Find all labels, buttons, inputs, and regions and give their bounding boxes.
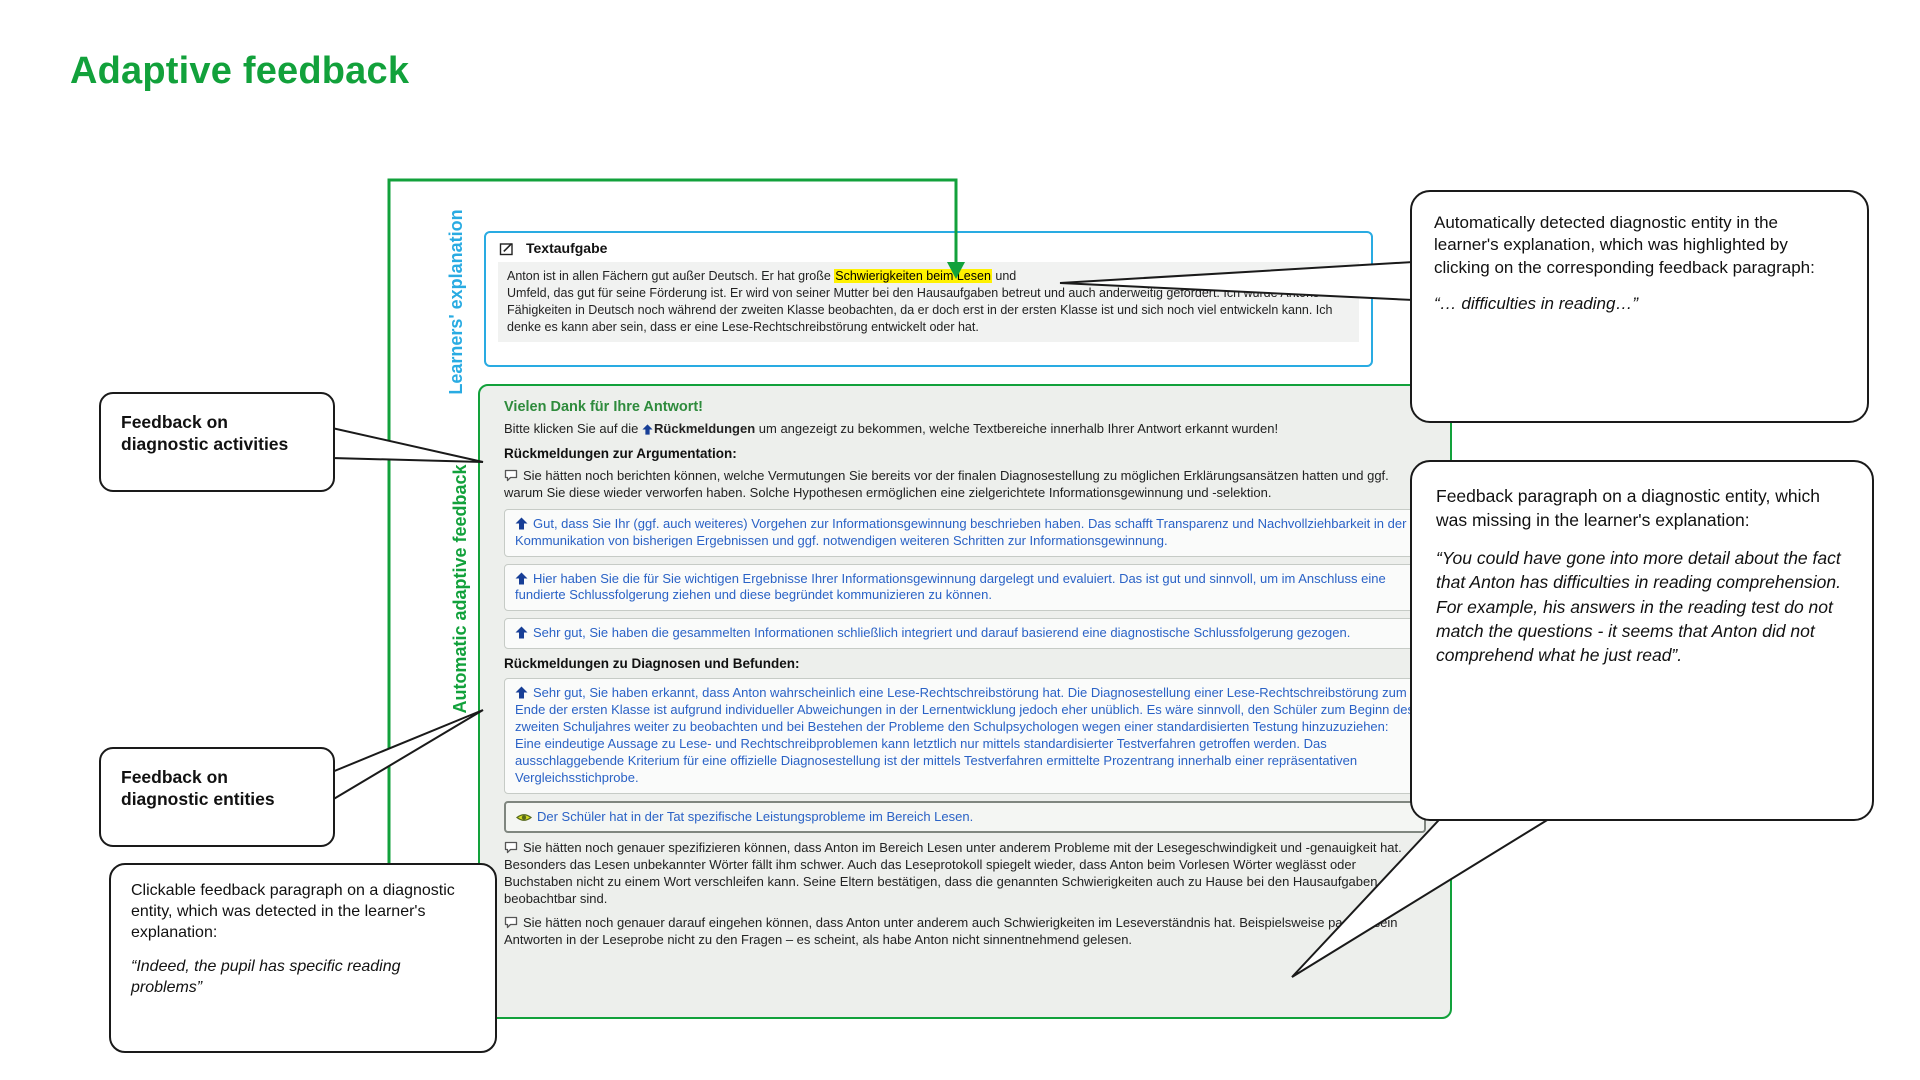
eye-icon <box>516 813 532 821</box>
argumentation-hint-paragraph: Sie hätten noch berichten können, welche… <box>504 468 1426 502</box>
callout-quote: “You could have gone into more detail ab… <box>1436 548 1842 665</box>
callout-text: Feedback on diagnostic entities <box>121 767 275 810</box>
instruction-suffix: um angezeigt zu bekommen, welche Textber… <box>755 421 1279 436</box>
callout-quote: “Indeed, the pupil has specific reading … <box>131 958 401 997</box>
answer-text-before: Anton ist in allen Fächern gut außer Deu… <box>507 269 835 283</box>
diagnoses-hint-paragraph-1: Sie hätten noch genauer spezifizieren kö… <box>504 840 1426 908</box>
page-title: Adaptive feedback <box>70 50 410 92</box>
callout-text: Automatically detected diagnostic entity… <box>1434 213 1815 277</box>
callout-text: Clickable feedback paragraph on a diagno… <box>131 882 455 941</box>
feedback-box-activity-1[interactable]: Gut, dass Sie Ihr (ggf. auch weiteres) V… <box>504 508 1426 557</box>
learners-explanation-vertical-label: Learners' explanation <box>446 209 466 395</box>
feedback-box-text: Sehr gut, Sie haben erkannt, dass Anton … <box>515 685 1414 785</box>
callout-text: Feedback paragraph on a diagnostic entit… <box>1436 486 1820 531</box>
speech-bubble-icon <box>504 469 518 482</box>
feedback-box-text: Gut, dass Sie Ihr (ggf. auch weiteres) V… <box>515 515 1407 548</box>
arrow-up-icon <box>642 424 653 435</box>
feedback-box-diagnosis[interactable]: Sehr gut, Sie haben erkannt, dass Anton … <box>504 678 1426 794</box>
feedback-box-activity-3[interactable]: Sehr gut, Sie haben die gesammelten Info… <box>504 618 1426 650</box>
arrow-up-icon <box>515 686 528 699</box>
selected-feedback-text: Der Schüler hat in der Tat spezifische L… <box>537 808 974 824</box>
argumentation-heading: Rückmeldungen zur Argumentation: <box>504 446 737 461</box>
feedback-box-selected-entity[interactable]: Der Schüler hat in der Tat spezifische L… <box>504 800 1426 834</box>
instruction-text: Bitte klicken Sie auf die Rückmeldungen … <box>504 421 1426 436</box>
callout-feedback-on-diagnostic-entities: Feedback on diagnostic entities <box>99 747 335 847</box>
callout-quote: “… difficulties in reading…” <box>1434 294 1639 314</box>
feedback-box-activity-2[interactable]: Hier haben Sie die für Sie wichtigen Erg… <box>504 563 1426 612</box>
textaufgabe-header: Textaufgabe <box>486 233 1371 259</box>
callout-feedback-on-diagnostic-activities: Feedback on diagnostic activities <box>99 392 335 492</box>
hint-text: Sie hätten noch genauer darauf eingehen … <box>504 915 1398 947</box>
answer-text-after-1: und <box>991 269 1017 283</box>
callout-text: Feedback on diagnostic activities <box>121 412 289 455</box>
feedback-box-text: Hier haben Sie die für Sie wichtigen Erg… <box>515 570 1386 603</box>
hint-text: Sie hätten noch berichten können, welche… <box>504 468 1389 500</box>
arrow-up-icon <box>515 572 528 585</box>
learner-answer-text: Anton ist in allen Fächern gut außer Deu… <box>498 262 1359 342</box>
callout-clickable-feedback-paragraph: Clickable feedback paragraph on a diagno… <box>109 863 497 1053</box>
diagnoses-hint-paragraph-2: Sie hätten noch genauer darauf eingehen … <box>504 915 1426 949</box>
callout-detected-entity: Automatically detected diagnostic entity… <box>1410 190 1869 423</box>
automatic-adaptive-feedback-vertical-label: Automatic adaptive feedback <box>450 464 470 714</box>
speech-bubble-icon <box>504 842 518 854</box>
instruction-prefix: Bitte klicken Sie auf die <box>504 421 643 436</box>
adaptive-feedback-panel: Vielen Dank für Ihre Antwort! Bitte klic… <box>478 384 1452 1019</box>
callout-missing-entity: Feedback paragraph on a diagnostic entit… <box>1410 460 1874 821</box>
edit-icon <box>499 242 513 255</box>
arrow-up-icon <box>515 626 528 639</box>
textaufgabe-title: Textaufgabe <box>526 240 608 256</box>
highlighted-diagnostic-entity[interactable]: Schwierigkeiten beim Lesen <box>834 269 992 283</box>
instruction-bold: Rückmeldungen <box>654 421 756 436</box>
feedback-box-text: Sehr gut, Sie haben die gesammelten Info… <box>533 625 1351 641</box>
hint-text: Sie hätten noch genauer spezifizieren kö… <box>504 840 1402 907</box>
diagnoses-heading: Rückmeldungen zu Diagnosen und Befunden: <box>504 656 800 672</box>
thanks-message: Vielen Dank für Ihre Antwort! <box>504 399 703 415</box>
speech-bubble-icon <box>504 916 518 929</box>
arrow-up-icon <box>515 517 528 530</box>
learner-explanation-panel: Textaufgabe Anton ist in allen Fächern g… <box>484 231 1373 367</box>
